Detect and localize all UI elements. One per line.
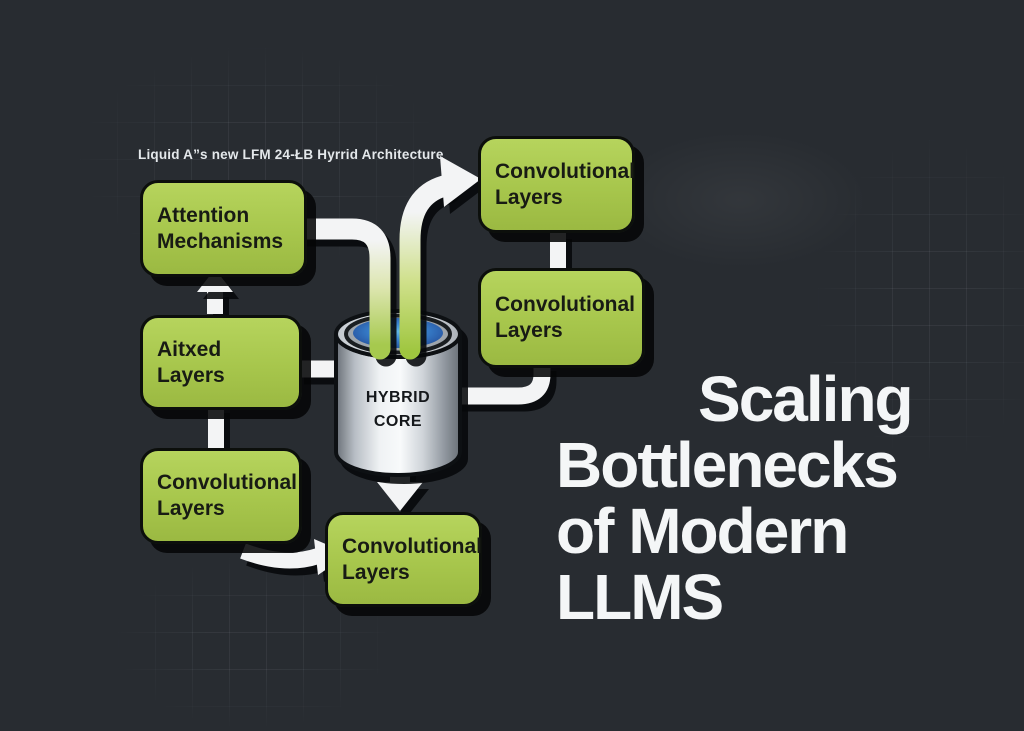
arrow-up-icon — [197, 269, 233, 292]
arrow-conv-left-to-conv-bottom-shaft — [240, 543, 321, 569]
node-label: Convolutional Layers — [495, 159, 635, 209]
title-line-4: LLMS — [556, 561, 724, 633]
arrow-down-icon — [377, 482, 423, 511]
hybrid-core-label: HYBRID CORE — [365, 389, 431, 430]
node-aitxed-layers: Aitxed Layers — [140, 315, 302, 410]
connector-core-to-conv-mid-right — [455, 364, 551, 405]
background-glow — [600, 125, 880, 275]
diagram-caption: Liquid A”s new LFM 24-ŁB Hyrrid Architec… — [138, 147, 444, 162]
title-line-1: Scaling — [698, 363, 914, 435]
node-label: Convolutional Layers — [495, 293, 635, 342]
pipe-attention-to-core — [291, 218, 391, 360]
node-label: Aitxed Layers — [157, 337, 225, 387]
pipe-core-to-conv-top-right — [399, 175, 455, 360]
node-label: Attention Mechanisms — [157, 203, 284, 253]
node-convolutional-top-right: Convolutional Layers — [478, 136, 635, 233]
title-line-3: of Modern — [556, 495, 849, 567]
grid-texture-right — [818, 140, 1024, 460]
node-label: Convolutional Layers — [157, 471, 297, 520]
cylinder-liquid — [353, 318, 443, 348]
node-attention-mechanisms: Attention Mechanisms — [140, 180, 307, 277]
title-line-2: Bottlenecks — [556, 429, 899, 501]
arrow-up-right-icon — [440, 156, 481, 207]
node-convolutional-mid-right: Convolutional Layers — [478, 268, 645, 368]
node-convolutional-left: Convolutional Layers — [140, 448, 302, 544]
node-convolutional-bottom: Convolutional Layers — [325, 512, 482, 607]
poster-title: Scaling Bottlenecks of Modern LLMS — [556, 366, 976, 630]
node-label: Convolutional Layers — [342, 534, 482, 584]
